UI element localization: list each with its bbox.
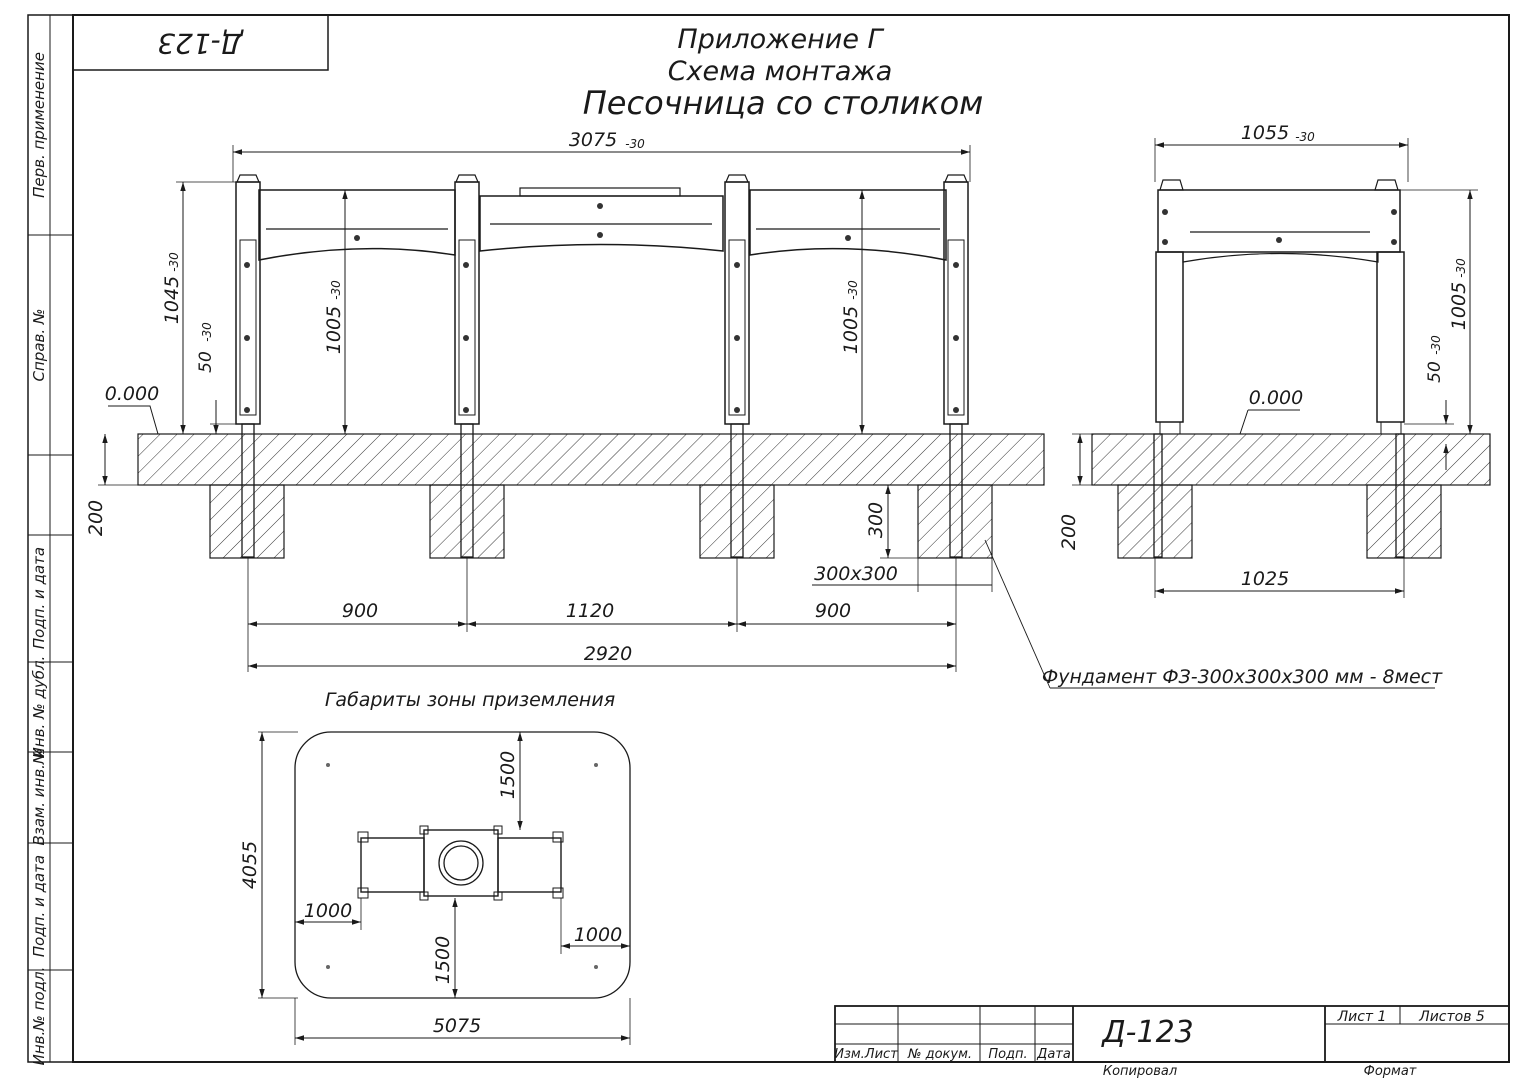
front-pit-depth: 300 [865,502,887,538]
drawing-title: Приложение Г Схема монтажа Песочница со … [583,24,984,122]
front-view: 3075 -30 1045 -30 50 -30 1005 -30 1005 -… [85,129,1443,689]
front-footing-4 [917,484,993,559]
side-height-tol: -30 [1454,258,1468,278]
stamp-sprav-no: Справ. № [30,309,48,382]
front-clearance-tol: -30 [200,322,214,342]
landing-dim-left: 1000 [304,900,352,922]
stamp-vzam-inv: Взам. инв.№ [30,748,48,845]
side-soil-depth: 200 [1058,514,1080,550]
front-soil-depth: 200 [85,500,107,536]
front-dimensions: 3075 -30 1045 -30 50 -30 1005 -30 1005 -… [85,129,1443,689]
tb-data: Дата [1036,1047,1071,1062]
side-overall-width: 1055 [1241,122,1289,144]
tb-doc-code: Д-123 [1100,1015,1194,1050]
side-stamp: Перв. применение Справ. № Подп. и дата И… [30,52,48,1065]
title-line-2: Схема монтажа [668,56,893,87]
side-height: 1005 [1448,282,1470,330]
tb-podp: Подп. [988,1047,1027,1062]
front-height-total-tol: -30 [167,252,181,272]
landing-zone: Габариты зоны приземления 1500 1500 [239,689,631,1045]
front-overall-width-tol: -30 [625,137,645,151]
stamp-perv-primenenie: Перв. применение [30,52,48,198]
front-overall-width: 3075 [569,129,617,151]
landing-dim-width: 5075 [433,1015,481,1037]
side-level: 0.000 [1249,387,1303,409]
front-span-3: 900 [815,600,851,622]
front-post-2 [454,174,480,558]
front-post-4 [943,174,969,558]
landing-dim-bottom: 1500 [432,936,454,984]
code-box: Д-123 [72,14,329,71]
landing-zone-outline [294,731,631,999]
landing-zone-title: Габариты зоны приземления [325,689,615,711]
front-posts-total: 2920 [584,643,632,665]
front-pit-size: 300х300 [814,563,898,585]
tb-izm-list: Изм.Лист [834,1047,898,1062]
landing-dim-top: 1500 [497,751,519,799]
landing-zone-marks [326,763,598,969]
front-board-left [258,189,456,261]
front-clearance: 50 [196,351,216,373]
tb-listov: Листов 5 [1418,1009,1485,1025]
front-board-center [479,187,724,252]
stamp-podp-data-2: Подп. и дата [30,855,48,957]
stamp-inv-dubl: Инв. № дубл. [30,656,48,759]
front-ground [137,433,1045,486]
front-height-left-tol: -30 [329,280,343,300]
tb-no-dokum: № докум. [907,1047,972,1062]
title-line-1: Приложение Г [677,24,884,55]
front-height-left: 1005 [323,306,345,354]
sheet-frame [27,14,1510,1063]
side-width-tol: -30 [1295,130,1315,144]
stamp-inv-podl: Инв.№ подл. [30,967,48,1066]
side-frame [1153,179,1405,558]
title-line-3: Песочница со столиком [583,84,984,122]
front-height-total: 1045 [161,276,183,324]
front-span-2: 1120 [566,600,614,622]
tb-list: Лист 1 [1337,1009,1387,1025]
side-clearance: 50 [1425,361,1445,383]
side-dimensions: 1055 -30 1005 -30 50 -30 0.000 200 1025 [1058,122,1478,598]
sandbox-plan [357,825,564,901]
front-footing-1 [209,484,285,559]
code-box-text: Д-123 [157,27,244,60]
front-board-right [749,189,947,261]
foundation-note: Фундамент ФЗ-300х300х300 мм - 8мест [1042,666,1443,688]
front-height-right-tol: -30 [846,280,860,300]
landing-dim-height: 4055 [239,841,261,889]
tb-kopiroval: Копировал [1103,1064,1177,1079]
front-post-1 [235,174,261,558]
stamp-podp-data-1: Подп. и дата [30,547,48,649]
front-span-1: 900 [342,600,378,622]
side-view: 1055 -30 1005 -30 50 -30 0.000 200 1025 [1058,122,1491,598]
tb-format: Формат [1364,1064,1417,1079]
title-block: Изм.Лист № докум. Подп. Дата Д-123 Лист … [834,1005,1510,1079]
side-clearance-tol: -30 [1429,335,1443,355]
front-post-3 [724,174,750,558]
side-posts-width: 1025 [1241,568,1289,590]
side-footing-1 [1117,484,1193,559]
front-height-right: 1005 [840,306,862,354]
side-ground [1091,433,1491,486]
landing-dim-right: 1000 [574,924,622,946]
front-footing-2 [429,484,505,559]
front-footing-3 [699,484,775,559]
front-level: 0.000 [105,383,159,405]
